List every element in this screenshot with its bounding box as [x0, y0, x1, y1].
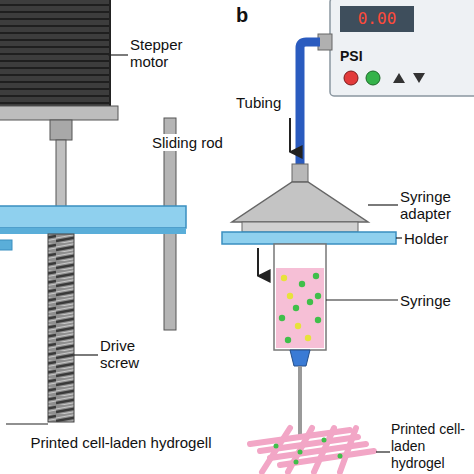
flow-arrow	[289, 118, 291, 152]
cell-dot	[279, 315, 285, 321]
bioink	[276, 268, 324, 348]
cell-dot	[313, 273, 319, 279]
needle	[298, 366, 302, 436]
syringe-barrel	[274, 244, 326, 350]
cell-dot	[294, 460, 299, 465]
cell-dot	[287, 293, 293, 299]
cell-dot	[298, 450, 303, 455]
cell-dot	[299, 281, 305, 287]
coupler	[50, 120, 72, 140]
tubing	[300, 42, 320, 166]
down-button	[413, 73, 425, 83]
carriage-plate-edge	[0, 228, 186, 234]
part-label: Printed cell-laden hydrogel	[391, 421, 471, 472]
stop-button	[344, 71, 358, 85]
leader-line	[368, 204, 398, 205]
cell-dot	[315, 317, 321, 323]
stepper-motor	[0, 0, 110, 108]
outlet-port	[318, 34, 332, 50]
carriage-plate	[0, 206, 186, 228]
motor-shaft	[56, 140, 66, 210]
scaffold-strand	[314, 428, 334, 472]
scaffold-strand	[280, 451, 374, 465]
printed-scaffold	[250, 428, 374, 472]
cell-dot	[307, 299, 313, 305]
part-label: Sliding rod	[150, 134, 225, 151]
drive-screw	[48, 234, 74, 422]
up-button	[393, 73, 405, 83]
holder	[222, 232, 396, 244]
syringe-clamp	[0, 240, 12, 250]
cell-dot	[315, 293, 321, 299]
scaffold-strand	[340, 428, 356, 472]
needle-hub	[290, 350, 310, 366]
unit-label: PSI	[340, 48, 380, 65]
leader-line	[74, 354, 98, 355]
leader-line	[108, 54, 128, 55]
cell-dot	[274, 444, 279, 449]
part-label: Tubing	[236, 94, 296, 111]
adapter-rim	[242, 222, 358, 232]
cell-dot	[338, 454, 343, 459]
cells	[279, 273, 321, 343]
panel-letter: b	[236, 4, 256, 27]
cell-dot	[285, 337, 291, 343]
cell-dot	[293, 305, 299, 311]
cell-dot	[281, 275, 287, 281]
syringe-adapter	[232, 182, 368, 222]
leader-line	[396, 237, 402, 238]
part-label: Printed cell-laden hydrogell	[28, 434, 214, 451]
part-label: Holder	[404, 230, 470, 247]
pressure-controller	[330, 0, 474, 96]
part-label: Drive screw	[100, 337, 160, 371]
part-label: Syringe	[400, 292, 470, 309]
cell-dot	[322, 438, 327, 443]
flow-arrow	[257, 248, 259, 276]
adapter-neck	[292, 164, 308, 182]
start-button	[366, 71, 380, 85]
display-screen	[340, 6, 414, 32]
motor-flange	[0, 106, 118, 120]
leader-line	[326, 299, 398, 300]
cell-dot	[295, 323, 301, 329]
part-label: Syringe adapter	[400, 188, 470, 222]
leader-line	[6, 423, 48, 424]
leader-line	[376, 451, 390, 452]
display-readout: 0.00	[342, 9, 412, 28]
part-label: Stepper motor	[130, 36, 200, 70]
cell-dot	[305, 335, 311, 341]
